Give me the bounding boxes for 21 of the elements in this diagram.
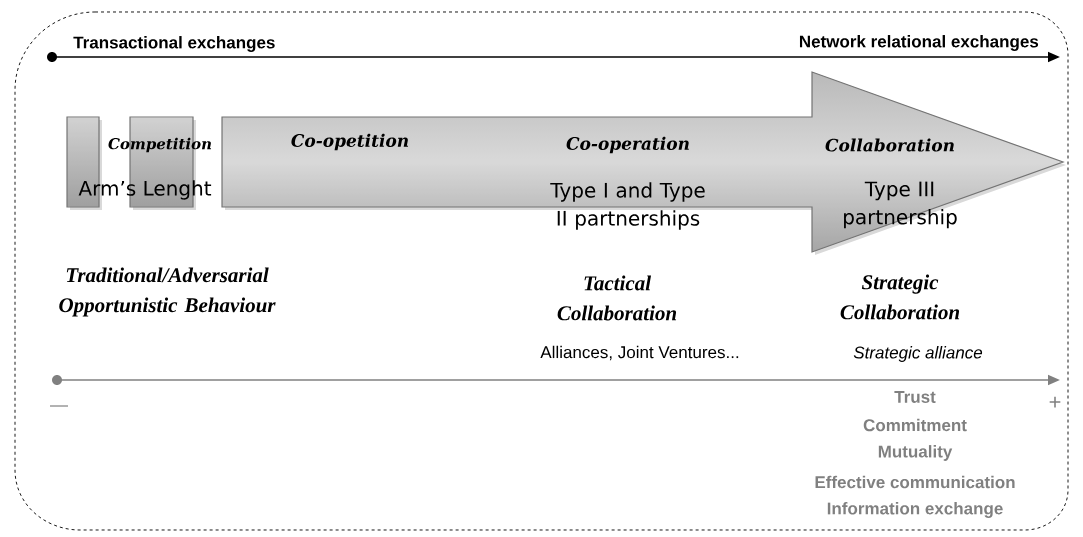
example-label: Alliances, Joint Ventures...	[540, 345, 739, 361]
factor-label: Trust	[894, 391, 936, 403]
axis-label: Transactional exchanges	[73, 36, 275, 52]
factor-label: Commitment	[863, 418, 967, 432]
collaboration-label: Strategic Collaboration	[840, 274, 960, 320]
collaboration-label: Tactical Collaboration	[557, 275, 677, 321]
stage-label: Co-operation	[566, 136, 689, 154]
partnership-label: Type I and Type II partnerships	[550, 182, 705, 230]
stage-label: Collaboration	[825, 138, 954, 152]
factor-label: Effective communication	[815, 475, 1015, 489]
behaviour-label: Traditional/Adversarial Opportunistic Behaviour	[59, 267, 276, 317]
example-label: Strategic alliance	[853, 346, 983, 362]
stage-label: Co-opetition	[291, 133, 409, 151]
axis-label: Network relational exchanges	[800, 35, 1039, 51]
axis-end-label: +	[1049, 396, 1061, 408]
factor-label: Mutuality	[878, 445, 953, 461]
relationship-label: Arm’s Lenght	[78, 180, 212, 200]
axis-end-label: —	[50, 405, 68, 407]
partnership-label: Type III partnership	[844, 181, 957, 229]
factor-label: Information exchange	[827, 502, 1003, 518]
stage-label: Competition	[108, 137, 212, 153]
